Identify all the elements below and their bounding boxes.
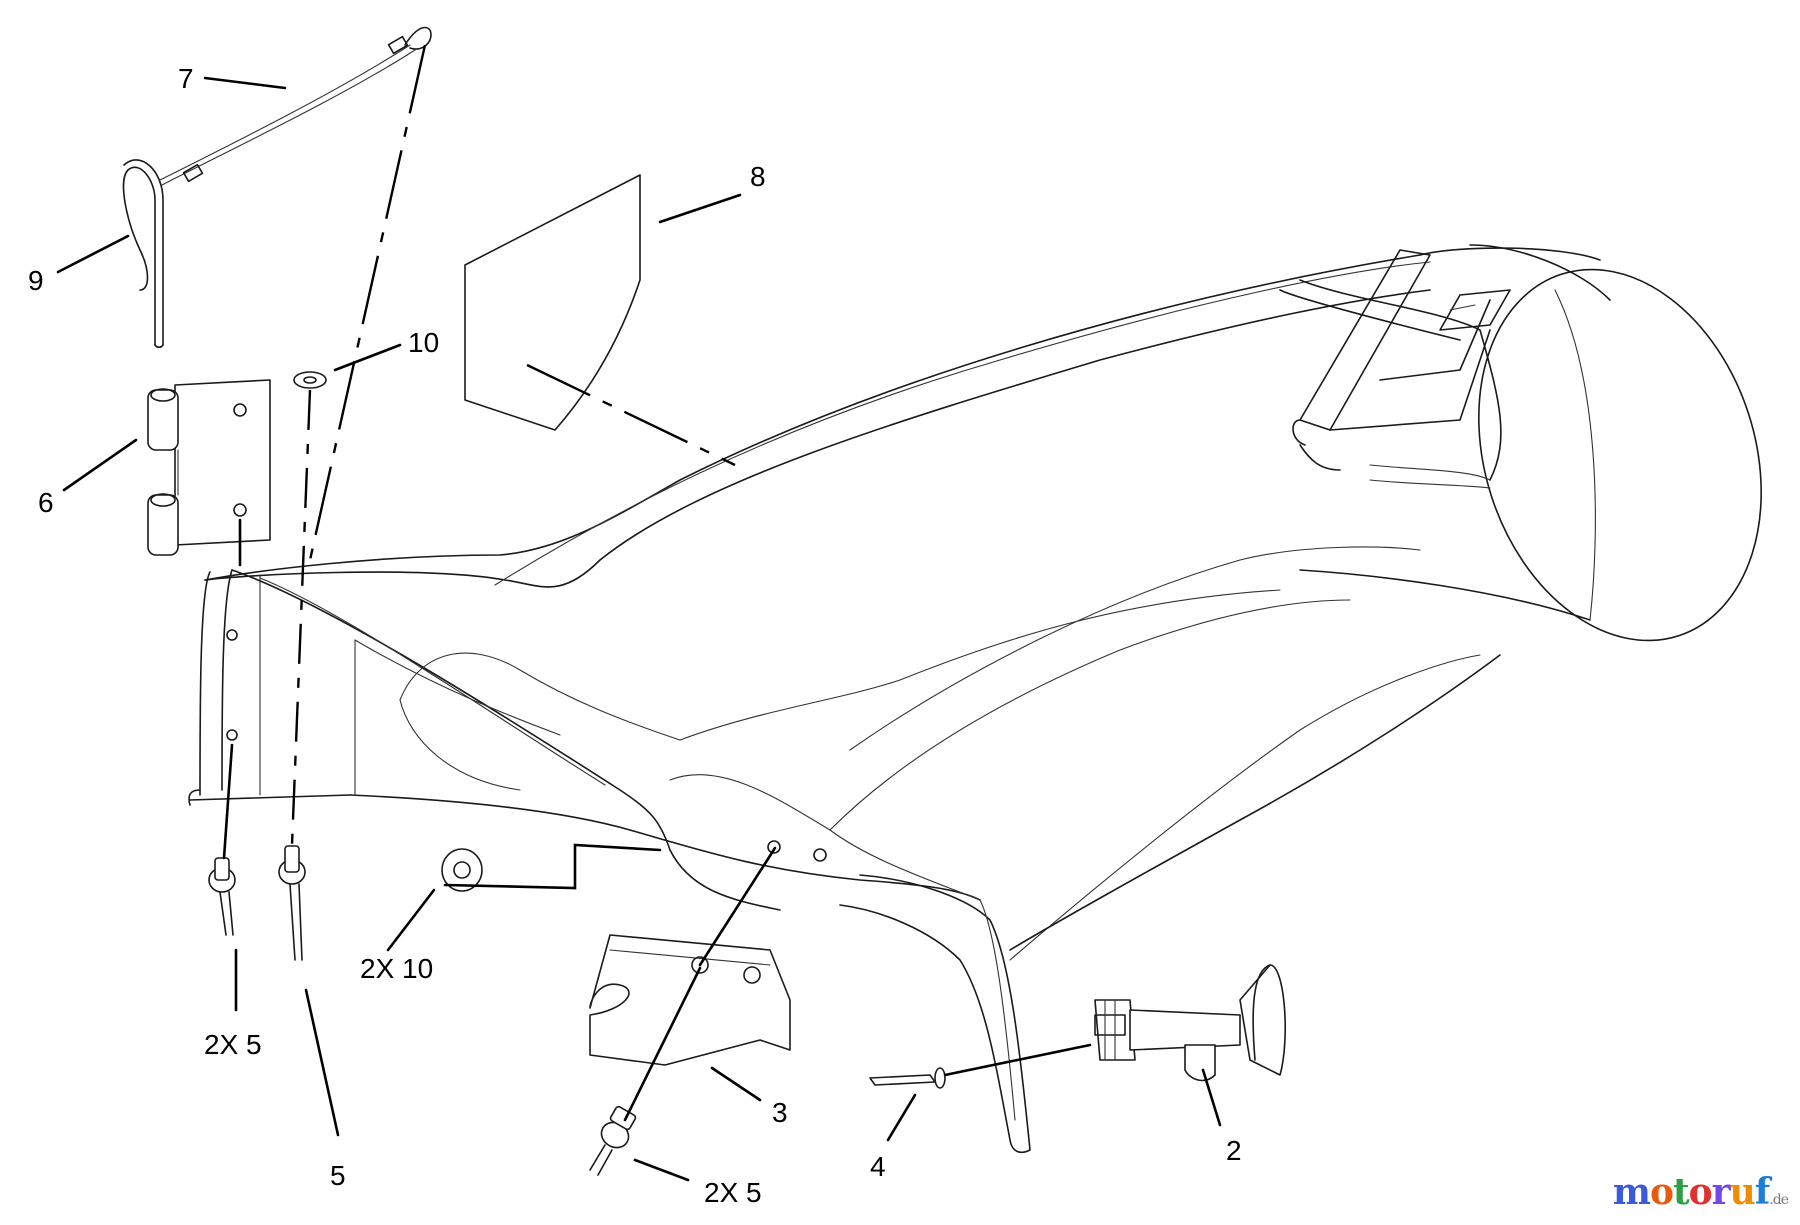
watermark-letter: t (1672, 1171, 1690, 1213)
callout-labels: 7 8 9 10 6 2X 10 2X 5 5 3 2X 5 4 2 (28, 63, 1242, 1208)
hinge-part-6 (147, 379, 271, 556)
callout-2x5-bottom: 2X 5 (704, 1177, 762, 1208)
callout-2: 2 (1226, 1135, 1242, 1166)
hairpin-part-9 (122, 159, 164, 349)
callout-9: 9 (28, 265, 44, 296)
callout-6: 6 (38, 487, 54, 518)
bracket-part-3 (589, 934, 791, 1066)
rivet-left-2x5 (208, 857, 236, 936)
callout-4: 4 (870, 1151, 886, 1182)
callout-2x10: 2X 10 (360, 953, 433, 984)
rivet-bottom-2x5 (589, 1105, 637, 1176)
pin-part-4 (869, 1067, 946, 1089)
watermark-letter: f (1754, 1171, 1770, 1213)
watermark-letter: u (1729, 1171, 1756, 1213)
watermark-logo: motoruf.de (1612, 1171, 1789, 1213)
callout-3: 3 (772, 1097, 788, 1128)
decal-part-8 (464, 174, 641, 431)
watermark-letter: o (1688, 1171, 1713, 1213)
callout-5: 5 (330, 1160, 346, 1191)
lanyard-part-7 (159, 26, 432, 186)
latch-part-2 (1094, 964, 1286, 1082)
discharge-chute (188, 244, 1762, 1154)
watermark-letter: r (1711, 1171, 1731, 1213)
rivet-part-5 (278, 845, 306, 961)
callout-7: 7 (178, 63, 194, 94)
callout-8: 8 (750, 161, 766, 192)
nut-2x10 (441, 848, 483, 892)
watermark-text: motoruf (1612, 1171, 1770, 1213)
watermark-letter: o (1649, 1171, 1674, 1213)
washer-part-10 (293, 371, 327, 389)
watermark-tld: .de (1769, 1192, 1789, 1208)
watermark-letter: m (1612, 1171, 1651, 1213)
callout-10: 10 (408, 327, 439, 358)
callout-2x5-left: 2X 5 (204, 1029, 262, 1060)
leader-lines (56, 44, 1222, 1182)
